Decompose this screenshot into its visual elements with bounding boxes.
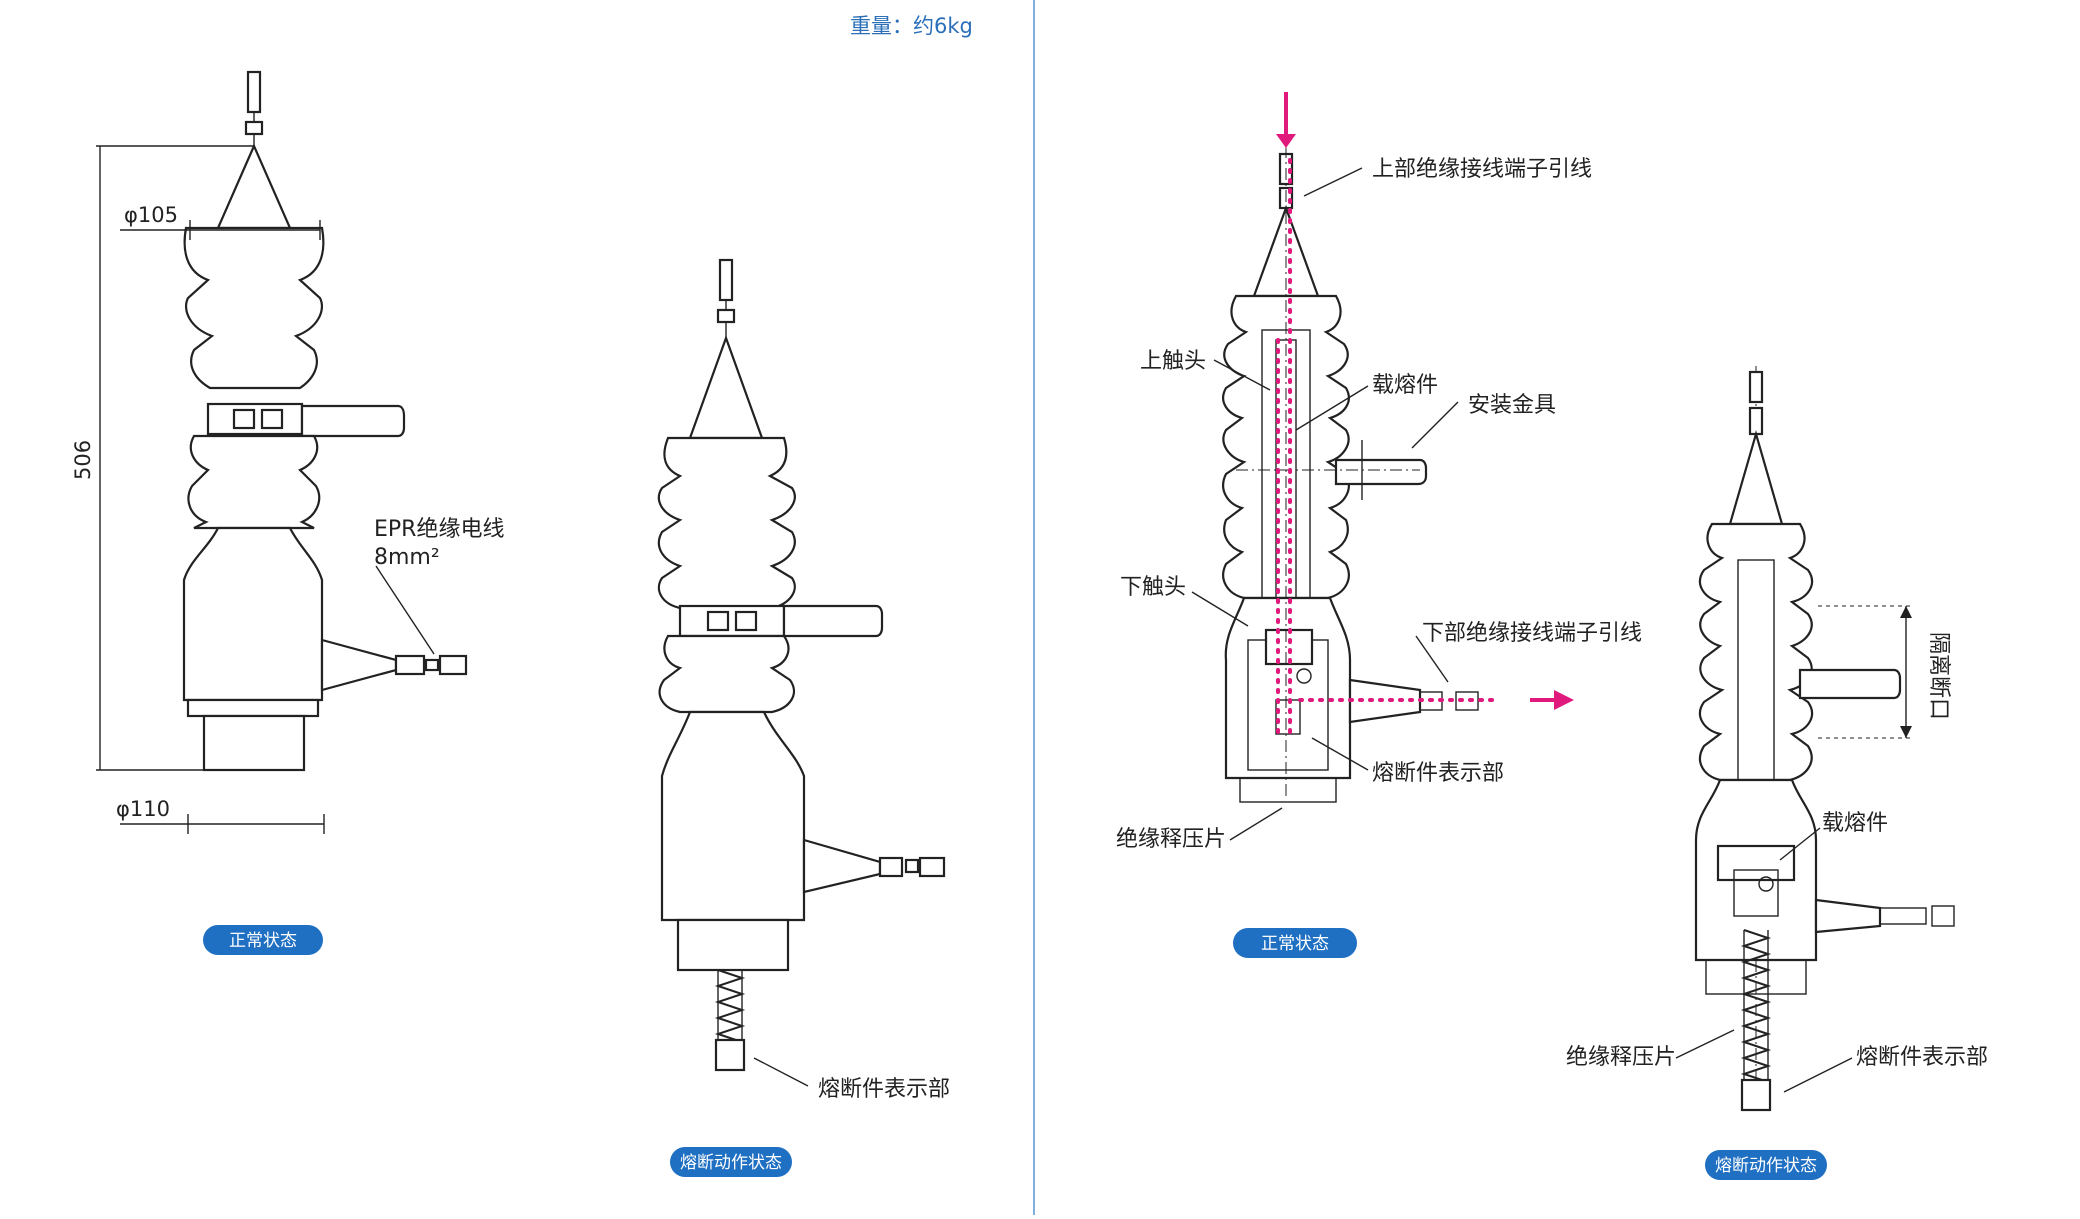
- badge-right-blown: 熔断动作状态: [1705, 1150, 1827, 1180]
- badge-left-blown-text: 熔断动作状态: [680, 1153, 782, 1173]
- label-pressure-plate: 绝缘释压片: [1116, 827, 1226, 852]
- dim-bottom-diameter: φ110: [116, 797, 170, 821]
- right-blown-section: [1675, 366, 1955, 1112]
- label-lower-contact: 下触头: [1120, 575, 1186, 600]
- label-pressure-plate-2: 绝缘释压片: [1566, 1045, 1676, 1070]
- label-lower-terminal: 下部绝缘接线端子引线: [1422, 621, 1642, 646]
- label-upper-terminal: 上部绝缘接线端子引线: [1372, 157, 1592, 182]
- badge-right-blown-text: 熔断动作状态: [1715, 1156, 1817, 1176]
- label-cable-size: 8mm²: [374, 545, 440, 570]
- right-normal-section: [1222, 146, 1479, 803]
- label-fuse-carrier: 载熔件: [1372, 373, 1438, 398]
- label-right-fuse-indicator: 熔断件表示部: [1372, 761, 1504, 786]
- badge-left-normal: 正常状态: [203, 925, 323, 955]
- right-normal-leaders: [1191, 167, 1459, 841]
- label-epr-cable: EPR绝缘电线: [374, 517, 504, 542]
- current-path: [1276, 92, 1574, 738]
- label-fuse-indicator-2: 熔断件表示部: [1856, 1045, 1988, 1070]
- label-upper-contact: 上触头: [1140, 349, 1206, 374]
- label-fuse-carrier-2: 载熔件: [1822, 811, 1888, 836]
- left-blown-cutout: [657, 258, 946, 1087]
- dim-top-diameter: φ105: [124, 203, 178, 227]
- badge-left-blown: 熔断动作状态: [670, 1147, 792, 1177]
- badge-right-normal: 正常状态: [1233, 928, 1357, 958]
- dim-height: 506: [71, 440, 95, 480]
- badge-right-normal-text: 正常状态: [1261, 934, 1329, 954]
- badge-left-normal-text: 正常状态: [229, 931, 297, 951]
- label-left-fuse-indicator: 熔断件表示部: [818, 1077, 950, 1102]
- label-isolation-gap: 隔离断口: [1926, 632, 1951, 720]
- label-mounting: 安装金具: [1468, 393, 1556, 418]
- left-normal-cutout: [96, 70, 468, 834]
- weight-label: 重量：约6kg: [850, 14, 973, 38]
